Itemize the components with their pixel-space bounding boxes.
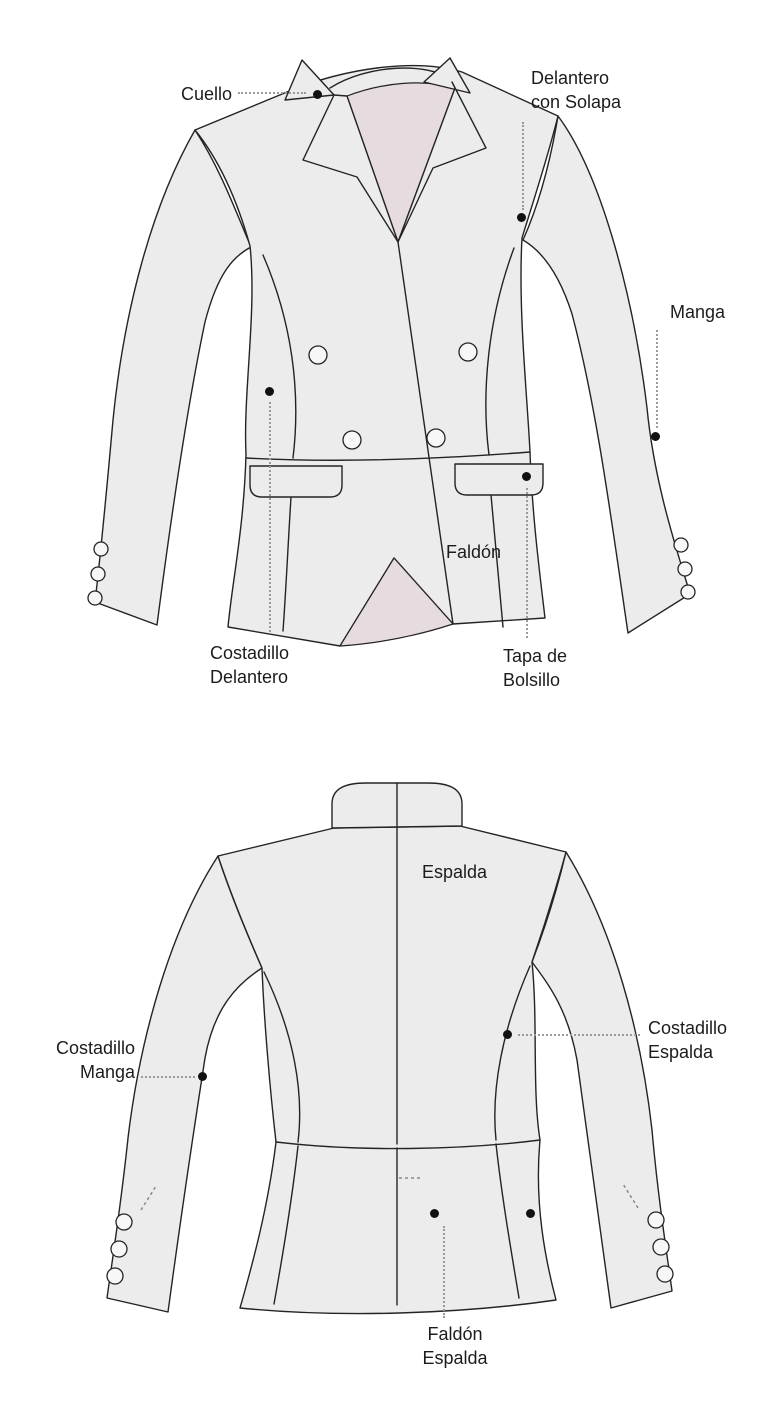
jacket-back-illustration [106, 782, 674, 1315]
front-waist-seam [245, 451, 531, 461]
label-delantero-con-solapa: Delantero con Solapa [531, 68, 622, 112]
faldon-espalda-right-marker-dot [526, 1209, 535, 1218]
back-right-princess-seam [494, 965, 531, 1141]
back-left-peplum-seam [273, 1145, 299, 1305]
faldon-espalda-leader-line [443, 1226, 445, 1318]
label-tapa-de-bolsillo: Tapa de Bolsillo [503, 646, 568, 690]
costadillo-manga-marker-dot [198, 1072, 207, 1081]
front-right-princess-seam [485, 247, 515, 456]
faldon-espalda-left-marker-dot [430, 1209, 439, 1218]
back-right-sleeve [531, 851, 673, 1309]
cuello-marker-dot [313, 90, 322, 99]
front-left-lapel [302, 94, 399, 243]
tapa-de-bolsillo-marker-dot [522, 472, 531, 481]
back-right-cuff-vent-mark [622, 1183, 639, 1209]
front-left-cuff-buttons [87, 541, 109, 606]
front-left-princess-seam [262, 254, 297, 459]
front-right-sleeve [522, 115, 691, 634]
front-closure-edge [397, 241, 454, 625]
costadillo-delantero-leader-line [269, 402, 271, 632]
label-faldon: Faldón [446, 542, 502, 562]
label-costadillo-delantero: Costadillo Delantero [210, 643, 290, 687]
costadillo-espalda-marker-dot [503, 1030, 512, 1039]
front-right-pocket-flap [454, 463, 544, 496]
front-right-cuff-buttons [673, 537, 696, 600]
label-faldon-espalda: Faldón Espalda [422, 1324, 488, 1368]
back-waist-seam [275, 1139, 541, 1150]
costadillo-delantero-marker-dot [265, 387, 274, 396]
front-right-collar-point [423, 57, 471, 94]
front-body [194, 64, 559, 647]
back-left-princess-seam [263, 971, 301, 1143]
label-espalda: Espalda [422, 862, 488, 882]
front-right-lapel [397, 81, 487, 243]
front-left-peplum-seam [282, 496, 292, 632]
manga-leader-line [656, 330, 658, 428]
delantero-leader-line [522, 122, 524, 210]
front-right-peplum-seam [490, 494, 504, 628]
jacket-front-illustration [87, 57, 696, 647]
back-right-peplum-seam [495, 1143, 520, 1299]
delantero-marker-dot [517, 213, 526, 222]
back-left-cuff-buttons [106, 1213, 133, 1285]
label-costadillo-espalda: Costadillo Espalda [648, 1018, 728, 1062]
label-costadillo-manga: Costadillo Manga [55, 1038, 135, 1082]
costadillo-manga-leader-line [141, 1076, 195, 1078]
front-buttons [308, 342, 478, 450]
label-cuello: Cuello [180, 84, 232, 104]
back-left-sleeve [106, 855, 263, 1313]
back-body [217, 825, 567, 1315]
back-left-cuff-vent-mark [140, 1185, 157, 1211]
manga-marker-dot [651, 432, 660, 441]
tapa-de-bolsillo-leader-line [526, 488, 528, 638]
back-right-cuff-buttons [647, 1211, 674, 1283]
front-left-sleeve [94, 129, 252, 626]
front-left-pocket-flap [249, 465, 343, 498]
front-left-collar-point [284, 59, 335, 101]
label-manga: Manga [670, 302, 726, 322]
cuello-leader-line [238, 92, 306, 94]
costadillo-espalda-leader-line [518, 1034, 640, 1036]
